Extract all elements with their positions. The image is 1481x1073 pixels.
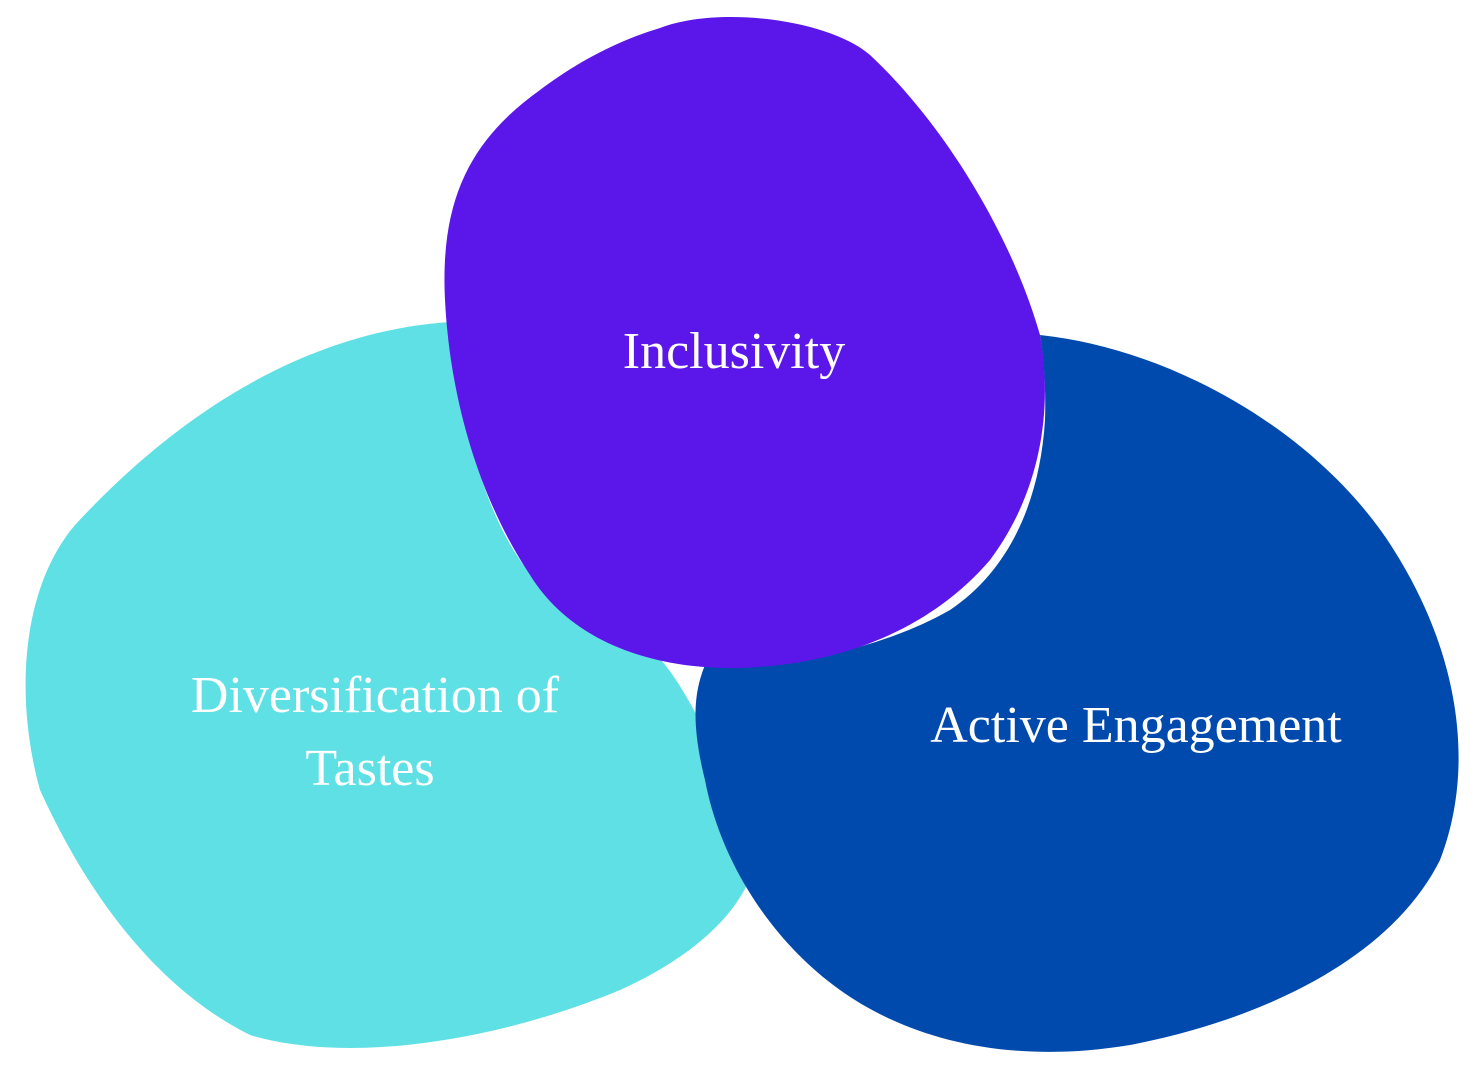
blob-inclusivity: Inclusivity xyxy=(444,16,1045,669)
blob-diversification-of-tastes: Diversification of Tastes xyxy=(25,322,758,1048)
label-diversification-line2: Tastes xyxy=(305,740,434,797)
blob-active-engagement: Active Engagement xyxy=(695,335,1459,1052)
label-active-engagement: Active Engagement xyxy=(930,697,1342,754)
label-diversification-line1: Diversification of xyxy=(191,667,560,724)
blob-shape-diversification xyxy=(25,322,758,1048)
label-inclusivity: Inclusivity xyxy=(623,323,845,380)
blob-shape-inclusivity xyxy=(444,16,1045,669)
blob-shape-engagement xyxy=(695,335,1459,1052)
